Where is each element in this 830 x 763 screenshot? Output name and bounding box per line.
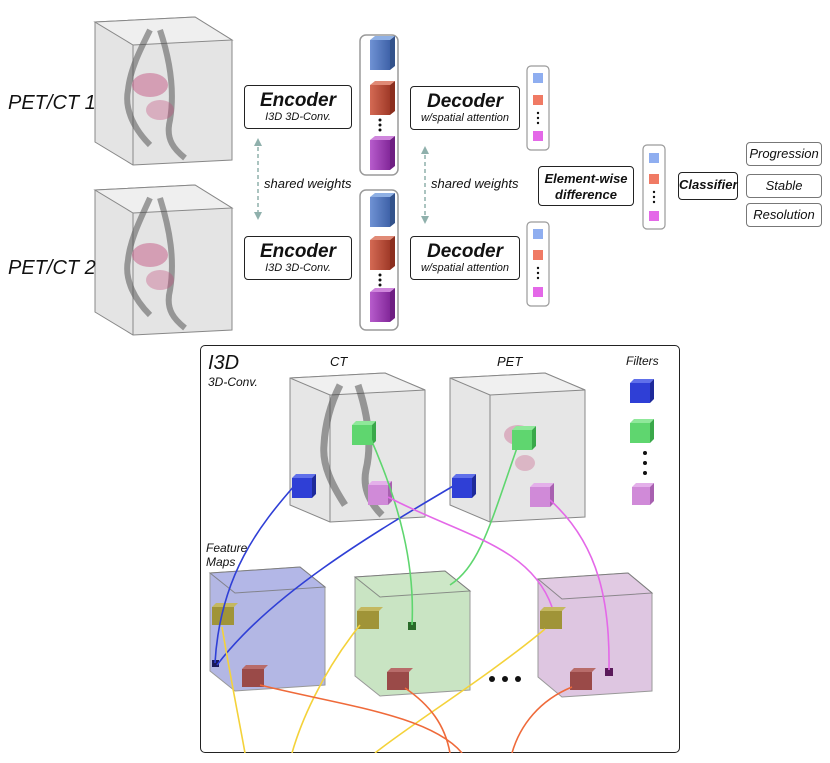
ct-volume xyxy=(289,372,426,523)
i3d-detail-panel xyxy=(200,345,680,753)
feature-stack-1 xyxy=(359,34,399,176)
fmap-cube-olive-3 xyxy=(540,607,566,629)
i3d-subtitle: 3D-Conv. xyxy=(208,375,258,389)
attention-vector-1 xyxy=(526,65,550,151)
filter-blue xyxy=(630,379,654,403)
pipeline-graphics xyxy=(93,16,666,336)
encoder-subtitle: I3D 3D-Conv. xyxy=(265,111,331,123)
decoder-title: Decoder xyxy=(426,91,504,112)
filter-pink xyxy=(632,483,654,505)
fmap-cube-maroon-1 xyxy=(242,665,268,687)
fmap-cube-olive-2 xyxy=(357,607,383,629)
shared-weights-label-decoder: shared weights xyxy=(431,176,519,191)
shared-weights-label-encoder: shared weights xyxy=(264,176,352,191)
pet-label: PET xyxy=(497,354,523,369)
encoder-box-2: Encoder I3D 3D-Conv. xyxy=(244,236,352,280)
feature-map-blue xyxy=(208,566,327,692)
classifier-box: Classifier xyxy=(678,172,738,200)
scan-volume-1 xyxy=(93,16,234,166)
ct-filter-blue xyxy=(292,474,316,498)
ct-filter-green xyxy=(352,421,376,445)
pet-filter-green xyxy=(512,426,536,450)
fmap-cube-maroon-2 xyxy=(387,668,413,690)
feature-stack-2 xyxy=(359,189,399,331)
encoder-title: Encoder xyxy=(259,241,337,262)
fmap-cube-maroon-3 xyxy=(570,668,596,690)
decoder-subtitle: w/spatial attention xyxy=(420,112,510,124)
scan2-label: PET/CT 2 xyxy=(8,257,96,279)
classifier-label: Classifier xyxy=(679,177,738,192)
decoder-box-1: Decoder w/spatial attention xyxy=(410,86,520,130)
decoder-box-2: Decoder w/spatial attention xyxy=(410,236,520,280)
decoder-subtitle: w/spatial attention xyxy=(420,262,510,274)
difference-vector xyxy=(642,144,666,230)
i3d-detail-graphics xyxy=(208,372,654,753)
scan-volume-2 xyxy=(93,184,234,336)
encoder-title: Encoder xyxy=(259,90,337,111)
feature-map-green xyxy=(353,570,472,697)
attention-vector-2 xyxy=(526,221,550,307)
filters-label: Filters xyxy=(626,354,659,368)
encoder-subtitle: I3D 3D-Conv. xyxy=(265,262,331,274)
feature-maps-line2: Maps xyxy=(206,555,236,569)
scan1-label: PET/CT 1 xyxy=(8,92,96,114)
i3d-title: I3D xyxy=(208,352,240,374)
ct-label: CT xyxy=(330,354,348,369)
output-resolution: Resolution xyxy=(746,203,822,227)
output-stable: Stable xyxy=(746,174,822,198)
feature-maps-label: Feature Maps xyxy=(206,541,247,569)
elementwise-difference-box: Element-wise difference xyxy=(538,166,634,206)
decoder-title: Decoder xyxy=(426,241,504,262)
encoder-box-1: Encoder I3D 3D-Conv. xyxy=(244,85,352,129)
diff-line1: Element-wise xyxy=(544,171,628,186)
output-progression: Progression xyxy=(746,142,822,166)
filter-green xyxy=(630,419,654,443)
feature-maps-line1: Feature xyxy=(206,541,248,555)
diff-line2: difference xyxy=(555,187,617,202)
feature-map-purple xyxy=(536,572,654,698)
pet-filter-pink xyxy=(530,483,554,507)
pet-filter-blue xyxy=(452,474,476,498)
